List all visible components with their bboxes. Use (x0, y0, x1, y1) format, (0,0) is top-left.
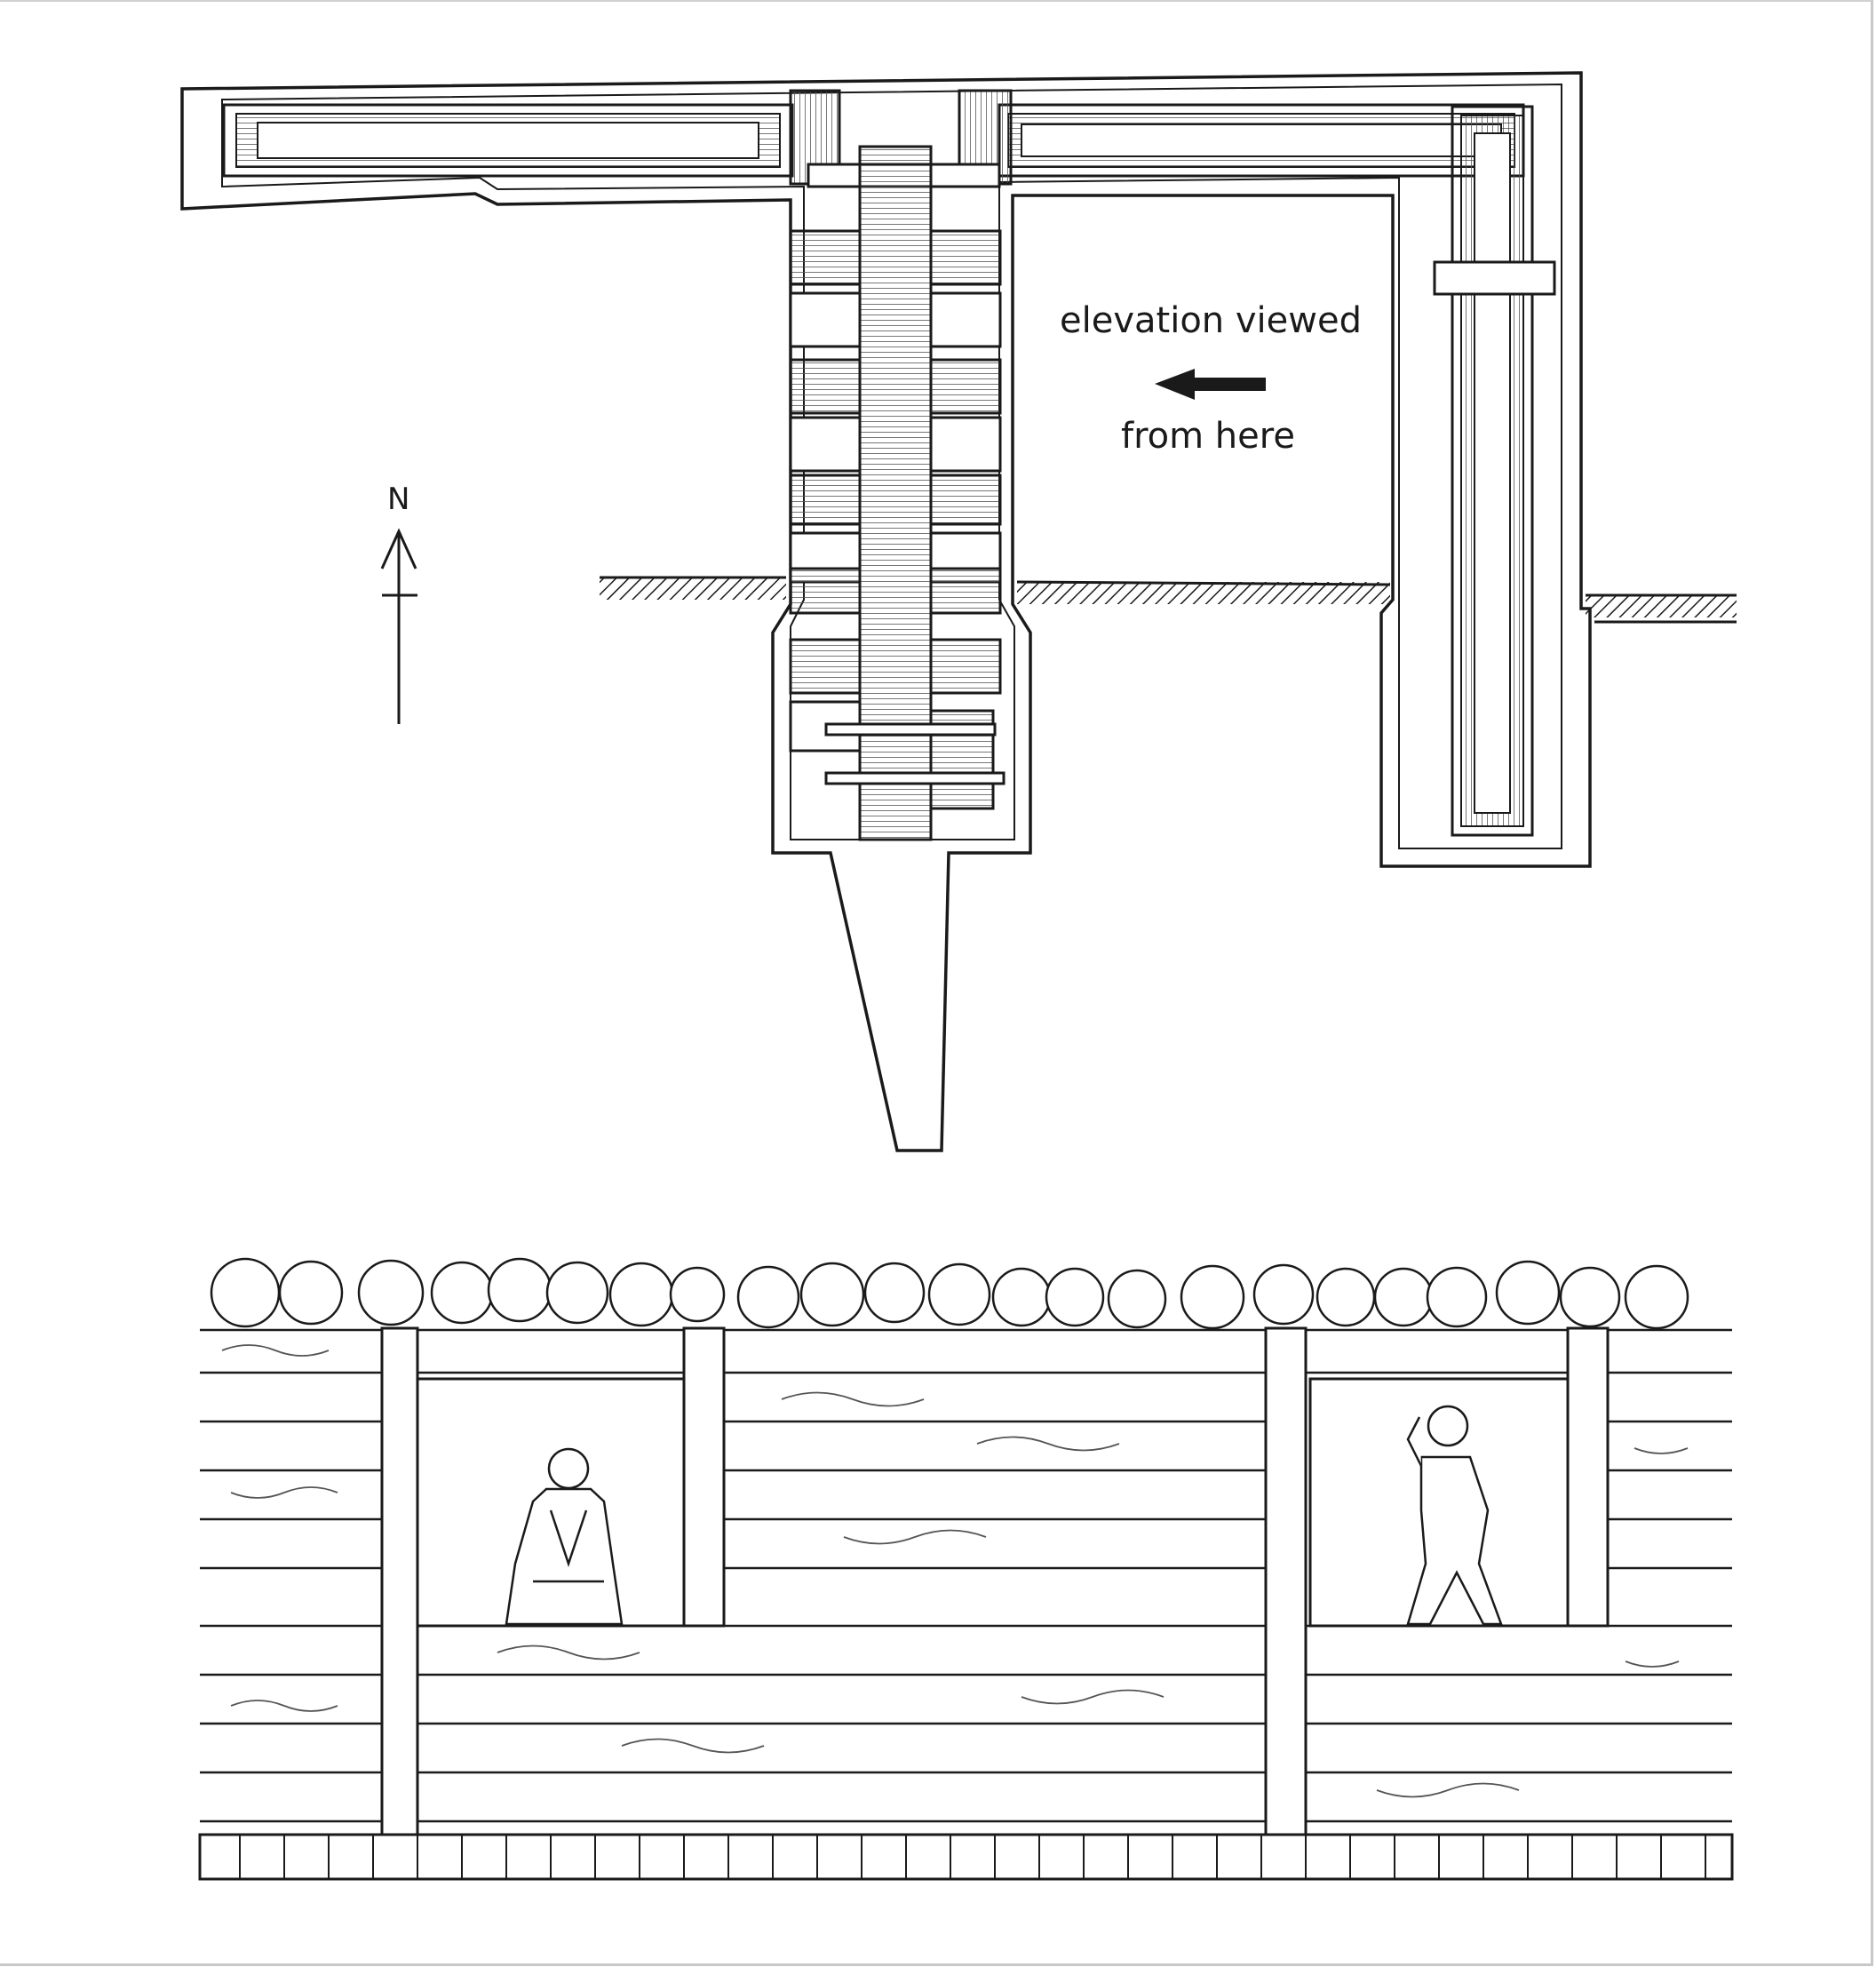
east-side-chambers (929, 229, 1002, 810)
post-1 (380, 1326, 419, 1836)
east-passage-crossbar (1433, 260, 1556, 296)
south-beam-2 (824, 771, 1006, 785)
seated-figure (505, 1447, 624, 1626)
ground-hatch-middle (1017, 582, 1390, 604)
pit-inner-step (221, 83, 1562, 849)
north-label: N (387, 482, 410, 517)
north-arrow-icon (380, 528, 417, 724)
south-beam-1 (824, 722, 997, 737)
post-2 (682, 1326, 726, 1628)
floor-blocks (198, 1833, 1734, 1881)
wood-grain (221, 1344, 1689, 1798)
post-4 (1566, 1326, 1610, 1628)
annotation-elevation-viewed: elevation viewed (1060, 300, 1362, 341)
standing-figure (1406, 1405, 1503, 1626)
east-vertical-passage (1451, 105, 1534, 837)
post-3 (1264, 1326, 1308, 1836)
roof-logs (210, 1257, 1689, 1330)
plan-view (180, 71, 1737, 1152)
arrow-left-icon (1155, 369, 1266, 400)
elevation-view (198, 1257, 1734, 1881)
annotation-from-here: from here (1121, 416, 1295, 457)
west-side-chambers (789, 229, 862, 753)
ground-hatch-west (600, 577, 786, 600)
ground-hatch-east (1586, 595, 1737, 617)
